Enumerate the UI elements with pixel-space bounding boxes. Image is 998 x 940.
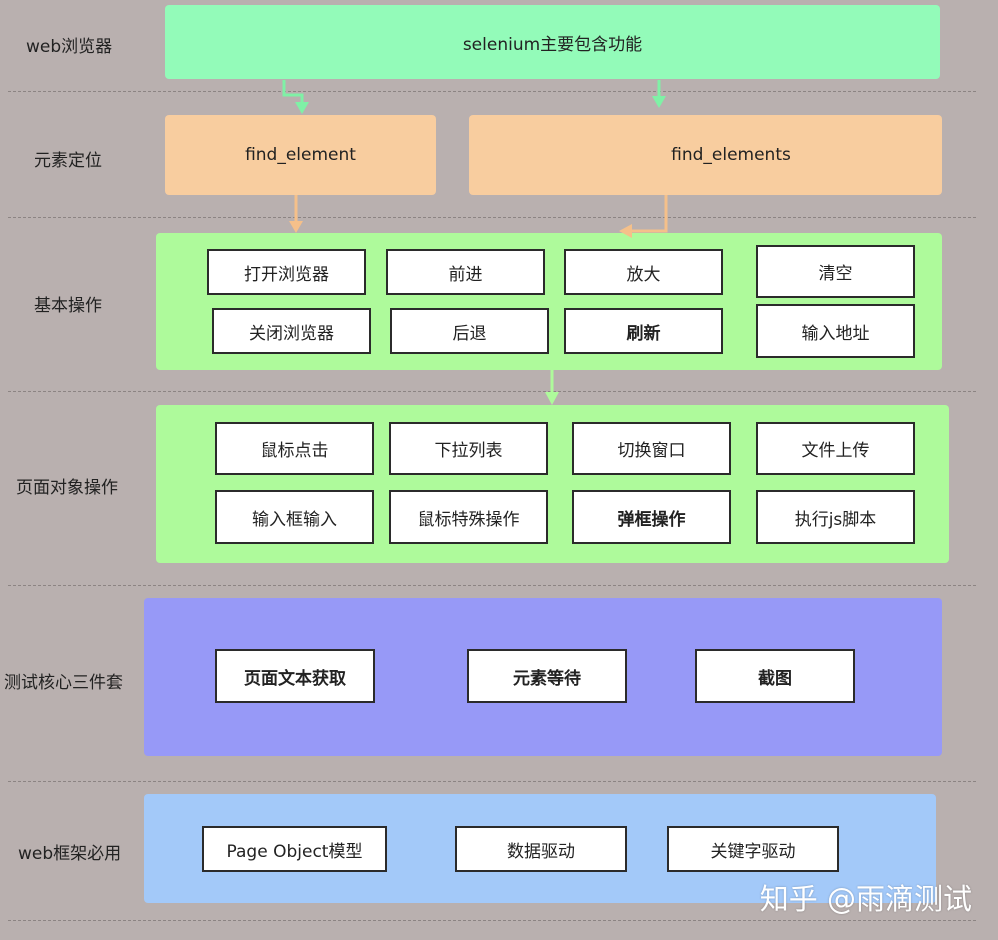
- basic-op-node: 放大: [564, 249, 723, 295]
- row-label-element-locate: 元素定位: [34, 151, 102, 171]
- framework-node: 关键字驱动: [667, 826, 839, 872]
- arrow-find-elements-to-basic: [619, 195, 668, 238]
- page-op-node: 执行js脚本: [756, 490, 915, 544]
- row-divider: [8, 920, 976, 921]
- core-node: 截图: [695, 649, 855, 703]
- selenium-features-title: selenium主要包含功能: [462, 34, 643, 55]
- row-label-page-object-ops: 页面对象操作: [16, 478, 118, 498]
- core-node: 元素等待: [467, 649, 627, 703]
- row-divider: [8, 391, 976, 392]
- find-elements-label: find_elements: [671, 145, 791, 165]
- page-op-node: 鼠标特殊操作: [389, 490, 548, 544]
- arrow-top-to-find-element: [282, 80, 309, 114]
- page-op-node: 切换窗口: [572, 422, 731, 475]
- arrow-basic-to-page-ops: [545, 370, 559, 405]
- row-divider: [8, 781, 976, 782]
- row-label-web-framework: web框架必用: [18, 844, 122, 864]
- row-label-test-core: 测试核心三件套: [4, 673, 123, 693]
- zhihu-watermark: 知乎 @雨滴测试: [759, 882, 972, 916]
- basic-op-node: 关闭浏览器: [212, 308, 371, 354]
- page-op-node: 文件上传: [756, 422, 915, 475]
- page-op-node: 弹框操作: [572, 490, 731, 544]
- selenium-features-panel: [165, 5, 940, 79]
- arrow-find-element-to-basic: [289, 195, 303, 233]
- row-divider: [8, 91, 976, 92]
- framework-node: 数据驱动: [455, 826, 627, 872]
- page-op-node: 输入框输入: [215, 490, 374, 544]
- find-element-label: find_element: [245, 145, 356, 165]
- page-op-node: 下拉列表: [389, 422, 548, 475]
- core-node: 页面文本获取: [215, 649, 375, 703]
- row-divider: [8, 585, 976, 586]
- basic-op-node: 打开浏览器: [207, 249, 366, 295]
- framework-node: Page Object模型: [202, 826, 387, 872]
- basic-op-node: 刷新: [564, 308, 723, 354]
- page-op-node: 鼠标点击: [215, 422, 374, 475]
- row-divider: [8, 217, 976, 218]
- basic-op-node: 清空: [756, 245, 915, 298]
- find-element-panel: [165, 115, 436, 195]
- basic-op-node: 后退: [390, 308, 549, 354]
- basic-op-node: 输入地址: [756, 304, 915, 358]
- find-elements-panel: [469, 115, 942, 195]
- arrow-top-to-find-elements: [652, 80, 666, 108]
- row-label-web-browser: web浏览器: [26, 37, 113, 57]
- row-label-basic-ops: 基本操作: [34, 296, 102, 316]
- basic-op-node: 前进: [386, 249, 545, 295]
